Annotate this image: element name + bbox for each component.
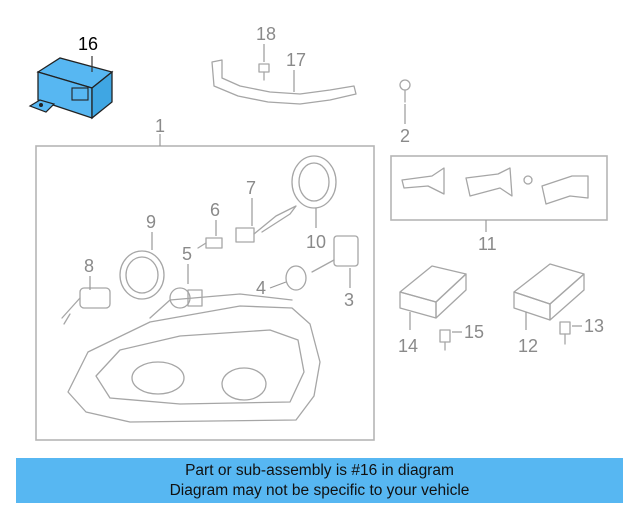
callout-9: 9 — [146, 212, 156, 232]
callout-17: 17 — [286, 50, 306, 70]
callout-7: 7 — [246, 178, 256, 198]
part-18-screw — [258, 63, 270, 81]
callout-15: 15 — [464, 322, 484, 342]
callout-18: 18 — [256, 24, 276, 44]
part-9-cap — [119, 250, 165, 300]
part-8-bulb — [61, 287, 111, 325]
banner-line-2: Diagram may not be specific to your vehi… — [169, 481, 470, 499]
callout-12: 12 — [518, 336, 538, 356]
callout-13: 13 — [584, 316, 604, 336]
headlamp-housing — [67, 293, 321, 423]
callout-16: 16 — [78, 34, 98, 54]
callout-8: 8 — [84, 256, 94, 276]
part-3-hid-bulb — [311, 235, 359, 273]
headlamp-assembly-frame — [35, 145, 375, 441]
part-2-bolt — [399, 79, 411, 103]
info-banner: Part or sub-assembly is #16 in diagram D… — [16, 458, 623, 503]
part-7-socket — [235, 205, 297, 243]
part-4-igniter — [285, 265, 307, 291]
callout-6: 6 — [210, 200, 220, 220]
part-6-bulb — [197, 237, 223, 249]
callout-1: 1 — [155, 116, 165, 136]
callout-11: 11 — [478, 234, 497, 254]
callout-5: 5 — [182, 244, 192, 264]
part-5-bulb — [169, 287, 203, 309]
part-14-ballast — [399, 265, 467, 319]
brackets-frame — [390, 155, 608, 221]
part-12-ballast — [513, 263, 585, 321]
part-13-screw — [559, 321, 571, 345]
callout-2: 2 — [400, 126, 410, 146]
parts-diagram: 16 18 17 2 1 8 9 — [28, 24, 608, 441]
callout-10: 10 — [306, 232, 326, 252]
banner-line-1: Part or sub-assembly is #16 in diagram — [185, 461, 454, 479]
part-10-cover — [291, 155, 337, 209]
callout-14: 14 — [398, 336, 418, 356]
part-17-bracket — [211, 59, 357, 105]
callout-3: 3 — [344, 290, 354, 310]
part-16-control-module[interactable] — [28, 57, 114, 120]
part-11-brackets — [401, 167, 589, 205]
callout-4: 4 — [256, 278, 266, 298]
part-15-screw — [439, 329, 451, 351]
